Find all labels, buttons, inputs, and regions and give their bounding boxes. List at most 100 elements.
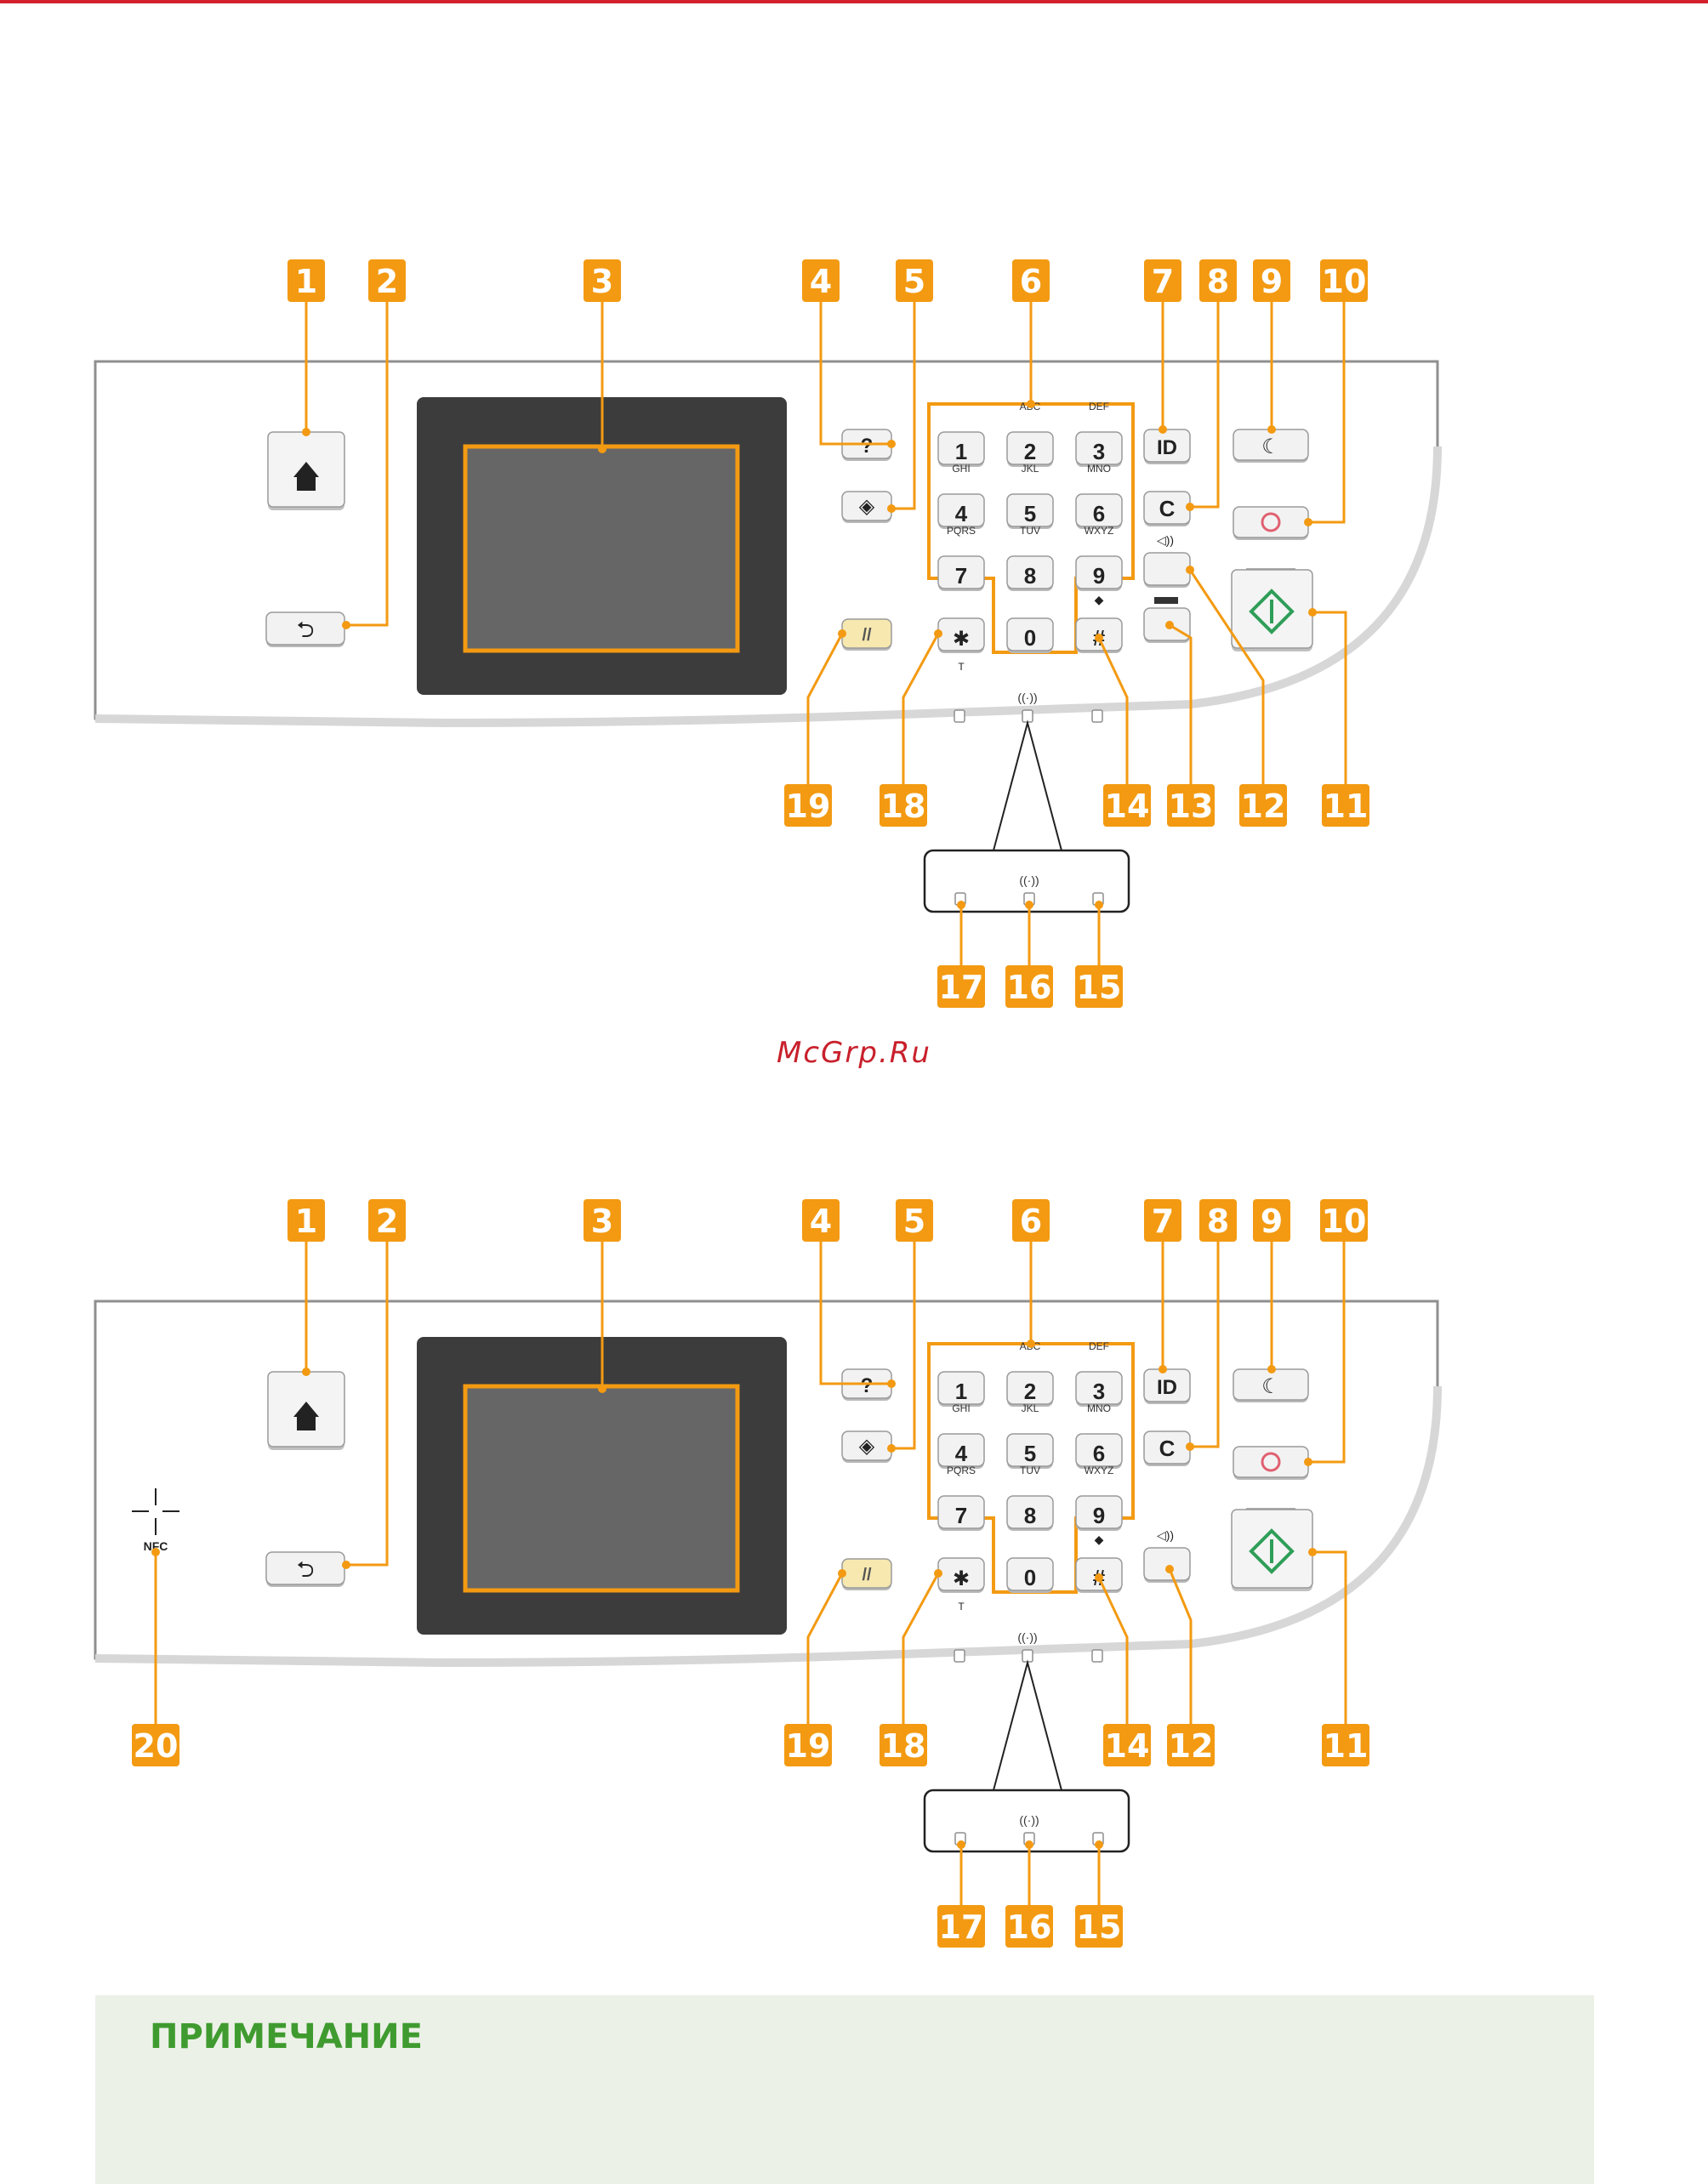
leader-dot [1308,608,1317,617]
leader-line [1312,1550,1347,1724]
led-indicator [954,709,965,723]
leader-line [1312,611,1347,784]
callout-number: 9 [1261,263,1283,300]
stop-button[interactable] [1233,1446,1309,1478]
leader-line [1097,637,1129,784]
key-letters: GHI [952,463,970,475]
key-letters: TUV [1020,1465,1040,1476]
digit-key-4[interactable] [937,1433,985,1467]
digit-key-9[interactable] [1075,1495,1123,1529]
id-label: ID [1157,436,1177,459]
leader-dot [838,1569,846,1578]
digit-key-9[interactable] [1075,555,1123,589]
touch-display[interactable] [463,1384,740,1593]
leader-line [346,1242,389,1567]
callout-18: 18 [880,1724,927,1766]
callout-number: 7 [1152,1203,1174,1240]
callout-number: 12 [1169,1727,1214,1765]
leader-line [1308,302,1346,524]
digit-label: 4 [955,1441,968,1466]
stop-icon [1261,1452,1281,1472]
digit-label: 9 [1093,563,1105,589]
callout-16: 16 [1005,1905,1053,1948]
digit-key-5[interactable] [1006,493,1054,527]
back-icon: ⮌ [297,1556,315,1582]
digit-key-2[interactable] [1006,431,1054,465]
moon-icon: ☾ [1261,435,1280,458]
digit-key-0[interactable] [1006,617,1054,651]
key-letters: WXYZ [1085,525,1114,537]
digit-key-6[interactable] [1075,1433,1123,1467]
led-inset [923,849,1130,913]
speaker-icon: ◁)) [1157,1528,1174,1542]
wifi-icon: ((·)) [1019,1813,1039,1827]
key-letters: GHI [952,1402,970,1414]
zoom-wedge [993,1659,1062,1791]
digit-key-3[interactable] [1075,431,1123,465]
volume-button[interactable] [1143,552,1191,586]
key-letters: PQRS [947,525,976,537]
leader-line [806,633,844,784]
digit-key-8[interactable] [1006,1495,1054,1529]
leader-dot [1027,400,1035,408]
digit-label: 7 [955,563,967,589]
callout-17: 17 [937,1905,985,1948]
digit-key-6[interactable] [1075,493,1123,527]
key-letters: PQRS [947,1465,976,1476]
reset-icon: // [862,1566,872,1584]
digit-label: 8 [1024,563,1036,589]
digit-key-2[interactable] [1006,1371,1054,1405]
callout-number: 2 [376,1203,398,1240]
leader-line [806,1573,844,1724]
leader-line [902,1573,940,1724]
leader-line [891,302,916,510]
hash-symbol: ◆ [1095,593,1104,606]
leader-line [1188,569,1265,784]
callout-20: 20 [132,1724,179,1766]
leader-dot [302,1368,310,1376]
stop-button[interactable] [1233,506,1309,538]
volume-button[interactable] [1143,1547,1191,1581]
digit-label: 0 [1024,1565,1036,1590]
callout-18: 18 [880,784,927,827]
leader-dot [151,1548,160,1556]
digit-label: 4 [955,501,968,526]
reset-icon: // [862,626,872,645]
leader-dot [1304,518,1312,526]
digit-key-4[interactable] [937,493,985,527]
star-icon: ✱ [953,628,970,651]
leader-dot [887,440,896,448]
digit-key-5[interactable] [1006,1433,1054,1467]
touch-display[interactable] [463,444,740,653]
leader-dot [1267,425,1276,434]
leader-dot [302,428,310,436]
digit-key-1[interactable] [937,431,985,465]
callout-9: 9 [1253,259,1290,302]
leader-line [1097,1577,1129,1724]
digit-key-1[interactable] [937,1371,985,1405]
digit-label: 5 [1024,501,1036,526]
help-label: ? [861,435,874,458]
callout-number: 5 [903,1203,925,1240]
callout-3: 3 [584,259,621,302]
callout-number: 3 [591,263,613,300]
clear-label: C [1159,496,1176,521]
help-label: ? [861,1374,874,1397]
led-indicator [954,1649,965,1663]
leader-dot [957,901,965,909]
leader-dot [1159,1365,1167,1374]
digit-key-0[interactable] [1006,1557,1054,1591]
leader-dot [1027,1339,1035,1348]
leader-line [1190,1242,1220,1448]
leader-dot [1095,1573,1103,1582]
digit-key-7[interactable] [937,1495,985,1529]
leader-dot [887,1379,896,1388]
wifi-icon: ((·)) [1017,1630,1037,1644]
digit-key-3[interactable] [1075,1371,1123,1405]
digit-key-7[interactable] [937,555,985,589]
digit-key-8[interactable] [1006,555,1054,589]
leader-line [346,302,389,627]
callout-number: 11 [1324,788,1369,825]
callout-number: 14 [1105,1727,1150,1765]
callout-14: 14 [1103,1724,1151,1766]
